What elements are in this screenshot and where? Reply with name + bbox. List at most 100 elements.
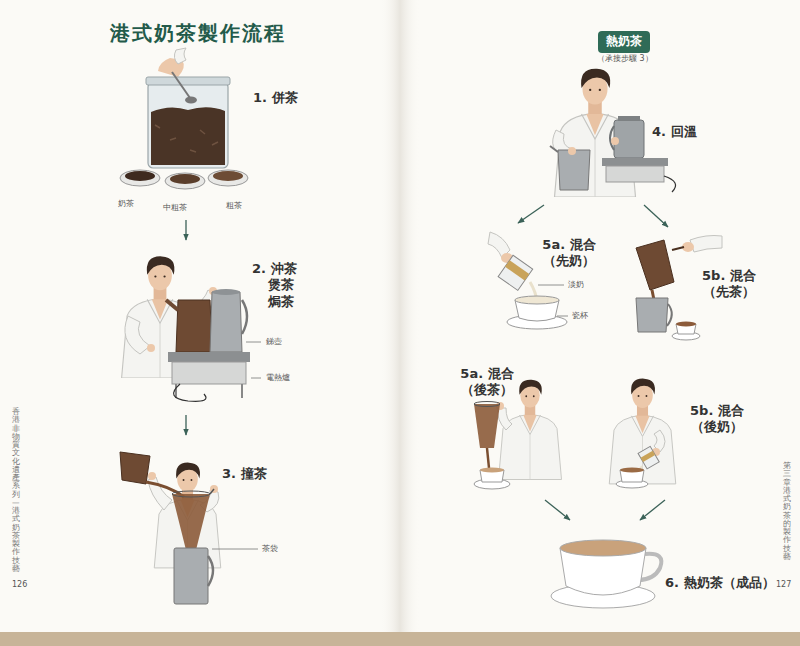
tea-blend-illustration bbox=[120, 170, 160, 186]
step-node: 3. 撞茶 bbox=[110, 440, 300, 610]
leader-line bbox=[251, 378, 261, 379]
milk-after-illustration bbox=[641, 451, 656, 462]
part-label: 茶袋 bbox=[262, 544, 278, 554]
part-label: 瓷杯 bbox=[572, 311, 588, 321]
pulling-tea-illustration bbox=[208, 556, 213, 586]
step-label: 5b. 混合 （後奶） bbox=[688, 403, 746, 436]
brewing-illustration bbox=[176, 300, 212, 352]
flow-arrow bbox=[545, 500, 570, 520]
finished-cup-illustration bbox=[560, 540, 646, 556]
step-label: 5a. 混合 （後茶） bbox=[458, 366, 516, 399]
tea-after-illustration bbox=[480, 468, 504, 473]
leader-line bbox=[538, 285, 564, 286]
step-node: 6. 熱奶茶（成品） bbox=[550, 525, 779, 620]
leader-line bbox=[557, 316, 568, 317]
step-label: 1. 併茶 bbox=[253, 90, 298, 106]
pulling-tea-illustration bbox=[210, 489, 214, 494]
step-node: 5b. 混合 （後奶） bbox=[588, 362, 750, 495]
part-label: 126 bbox=[12, 580, 27, 590]
tea-blend-illustration bbox=[185, 97, 197, 104]
flow-arrow bbox=[185, 220, 186, 240]
brewing-illustration bbox=[166, 300, 178, 310]
tea-blend-illustration bbox=[146, 77, 230, 85]
tea-first-illustration bbox=[676, 322, 696, 327]
book-fold bbox=[380, 0, 420, 632]
tea-after-illustration bbox=[474, 402, 500, 407]
tea-blend-illustration bbox=[213, 171, 243, 181]
pulling-tea-illustration bbox=[172, 494, 210, 550]
bottom-band bbox=[0, 632, 800, 646]
step-label: 3. 撞茶 bbox=[222, 466, 267, 482]
brewing-illustration bbox=[122, 256, 261, 401]
milk-first-illustration bbox=[498, 255, 533, 290]
brewing-illustration bbox=[172, 362, 246, 384]
step-node: 1. 併茶 bbox=[105, 55, 302, 215]
part-label: 中粗茶 bbox=[163, 203, 187, 213]
milk-first-illustration bbox=[498, 255, 533, 290]
step-label: 4. 回溫 bbox=[652, 124, 697, 140]
connector-group bbox=[186, 205, 668, 520]
part-label: 粗茶 bbox=[226, 201, 242, 211]
tea-after-illustration bbox=[474, 404, 500, 448]
tea-blend-illustration bbox=[120, 48, 248, 189]
pulling-tea-illustration bbox=[120, 452, 150, 484]
leader-line bbox=[212, 549, 258, 550]
tea-after-illustration bbox=[487, 448, 489, 468]
part-label: 銻壺 bbox=[266, 337, 282, 347]
reheating-illustration bbox=[664, 176, 676, 192]
part-label: （承接步驟 3） bbox=[597, 54, 653, 64]
running-header: 第三章 港式奶茶的製作技藝 bbox=[783, 462, 791, 561]
finished-cup-illustration bbox=[551, 540, 661, 608]
tea-blend-illustration bbox=[172, 72, 190, 98]
brewing-illustration bbox=[147, 344, 155, 352]
brewing-illustration bbox=[210, 292, 242, 352]
tea-first-illustration bbox=[636, 240, 674, 290]
step-label: 5b. 混合 （先茶） bbox=[700, 268, 758, 301]
pulling-tea-illustration bbox=[174, 548, 208, 604]
step-node: 2. 沖茶 煲茶 焗茶 bbox=[100, 245, 325, 410]
reheating-illustration bbox=[568, 147, 576, 155]
tea-first-illustration bbox=[667, 304, 672, 326]
brewing-illustration bbox=[242, 300, 247, 334]
milk-first-illustration bbox=[515, 296, 559, 304]
tea-blend-illustration bbox=[208, 170, 248, 186]
tea-after-illustration bbox=[498, 408, 512, 430]
part-label: 淡奶 bbox=[568, 280, 584, 290]
part-label: 電熱爐 bbox=[266, 373, 290, 383]
brewing-illustration bbox=[168, 352, 250, 362]
reheating-illustration bbox=[614, 120, 644, 158]
part-label: 奶茶 bbox=[118, 199, 134, 209]
reheating-illustration bbox=[550, 146, 558, 152]
step-label: 5a. 混合 （先奶） bbox=[540, 237, 598, 270]
tea-first-illustration bbox=[690, 236, 722, 253]
tea-blend-illustration bbox=[125, 171, 155, 181]
brewing-illustration bbox=[125, 316, 150, 354]
milk-after-illustration bbox=[620, 468, 644, 473]
milk-first-illustration bbox=[505, 260, 529, 280]
page-title: 港式奶茶製作流程 bbox=[110, 20, 286, 47]
leader-line bbox=[246, 342, 261, 343]
tea-blend-illustration bbox=[170, 174, 200, 184]
reheating-illustration bbox=[558, 150, 590, 190]
flow-arrow bbox=[518, 205, 544, 223]
brewing-illustration bbox=[241, 384, 243, 398]
tea-first-illustration bbox=[636, 298, 668, 332]
tea-blend-illustration bbox=[151, 107, 225, 165]
flow-arrow bbox=[644, 205, 668, 227]
tea-blend-illustration bbox=[155, 125, 218, 152]
badge-text: 熱奶茶 bbox=[606, 34, 642, 50]
step-label: 6. 熱奶茶（成品） bbox=[665, 575, 775, 591]
reheating-illustration bbox=[606, 166, 664, 182]
pulling-tea-illustration bbox=[172, 491, 210, 497]
milk-after-illustration bbox=[609, 379, 676, 488]
pulling-tea-illustration bbox=[210, 485, 218, 493]
running-header: 香港非物質文化遺產系列—港式奶茶製作技藝 bbox=[12, 408, 20, 573]
pulling-tea-illustration bbox=[148, 472, 156, 480]
step-node: 5b. 混合 （先茶） bbox=[615, 232, 763, 342]
milk-after-illustration bbox=[609, 379, 676, 484]
step-node: 4. 回溫 bbox=[520, 55, 710, 200]
